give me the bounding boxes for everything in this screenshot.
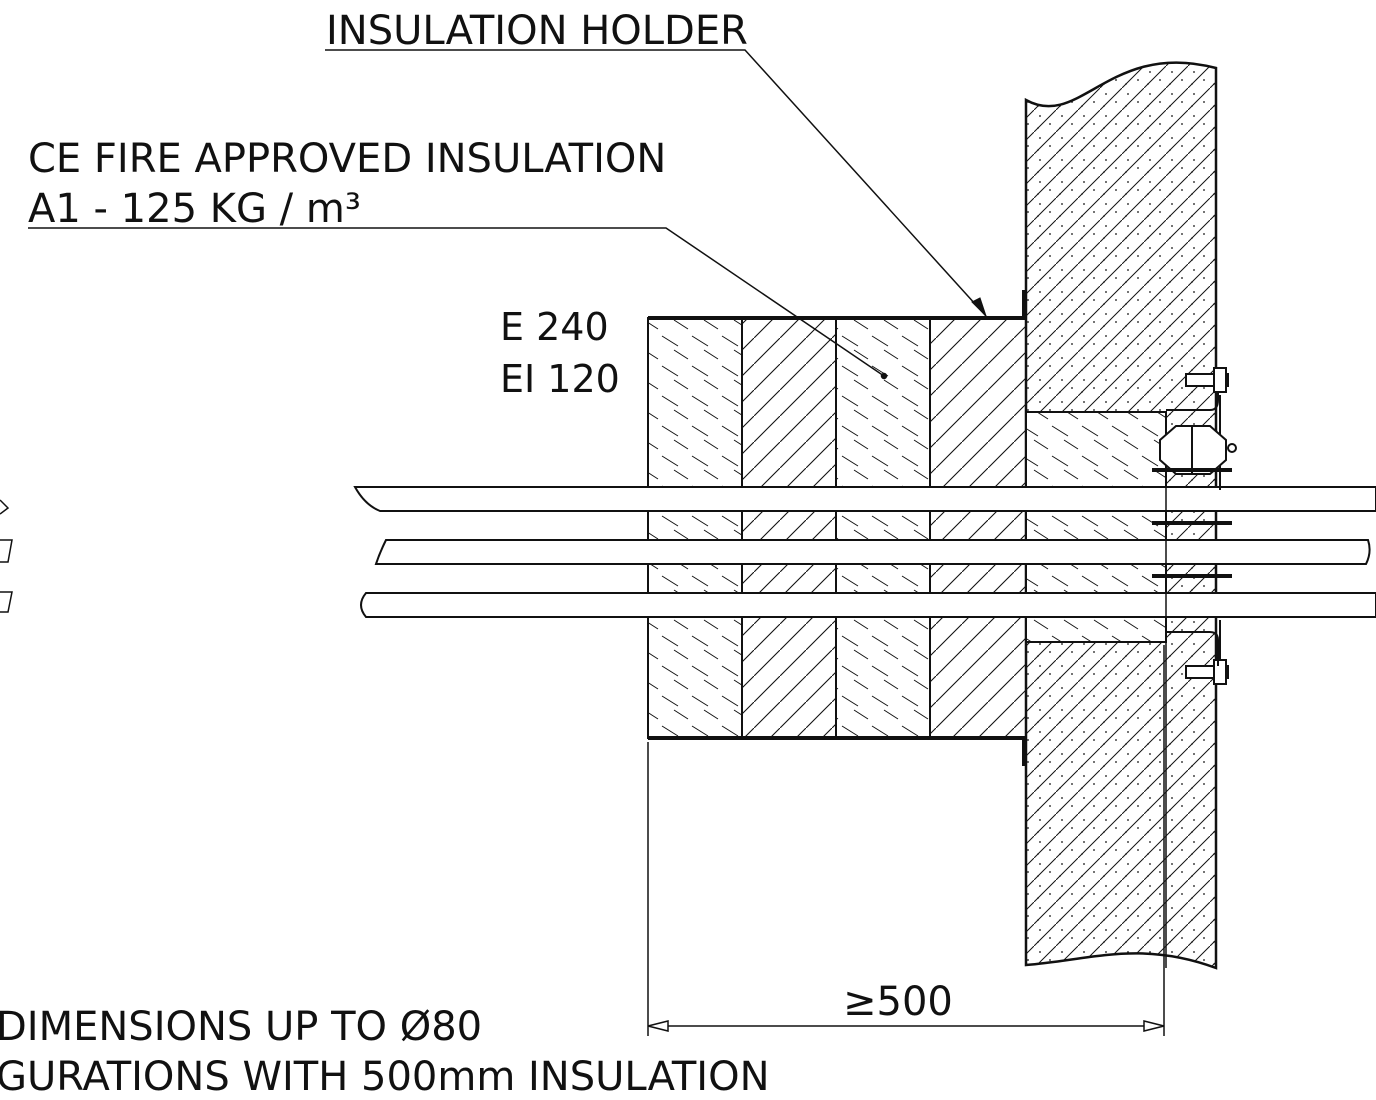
insulation-blocks — [647, 317, 1027, 739]
label-dimension: ≥500 — [843, 979, 953, 1025]
label-insulation-type: CE FIRE APPROVED INSULATION — [28, 136, 666, 182]
pipe-3 — [360, 592, 1376, 618]
note-line-1: DIMENSIONS UP TO Ø80 — [0, 1004, 482, 1050]
adjacent-detail-fragment — [0, 499, 13, 613]
leader-insulation — [28, 227, 885, 377]
wall-fittings — [1152, 367, 1237, 968]
insulation-block-2 — [741, 317, 837, 739]
pipes — [353, 486, 1376, 618]
insulation-holder — [648, 290, 1026, 766]
insulation-block-1 — [647, 317, 743, 739]
insulation-block-4 — [929, 317, 1027, 739]
pipe-2 — [374, 539, 1371, 565]
label-insulation-holder: INSULATION HOLDER — [326, 8, 748, 54]
insulation-block-3 — [835, 317, 931, 739]
label-insulation-density: A1 - 125 KG / m³ — [28, 186, 361, 232]
note-line-2: GURATIONS WITH 500mm INSULATION — [0, 1054, 770, 1100]
label-rating-e: E 240 — [500, 305, 609, 349]
pipe-1 — [353, 486, 1376, 512]
dimension-500 — [647, 645, 1165, 1036]
label-rating-ei: EI 120 — [500, 357, 620, 401]
leader-lines — [28, 49, 987, 380]
leader-insulation-holder — [325, 49, 987, 317]
